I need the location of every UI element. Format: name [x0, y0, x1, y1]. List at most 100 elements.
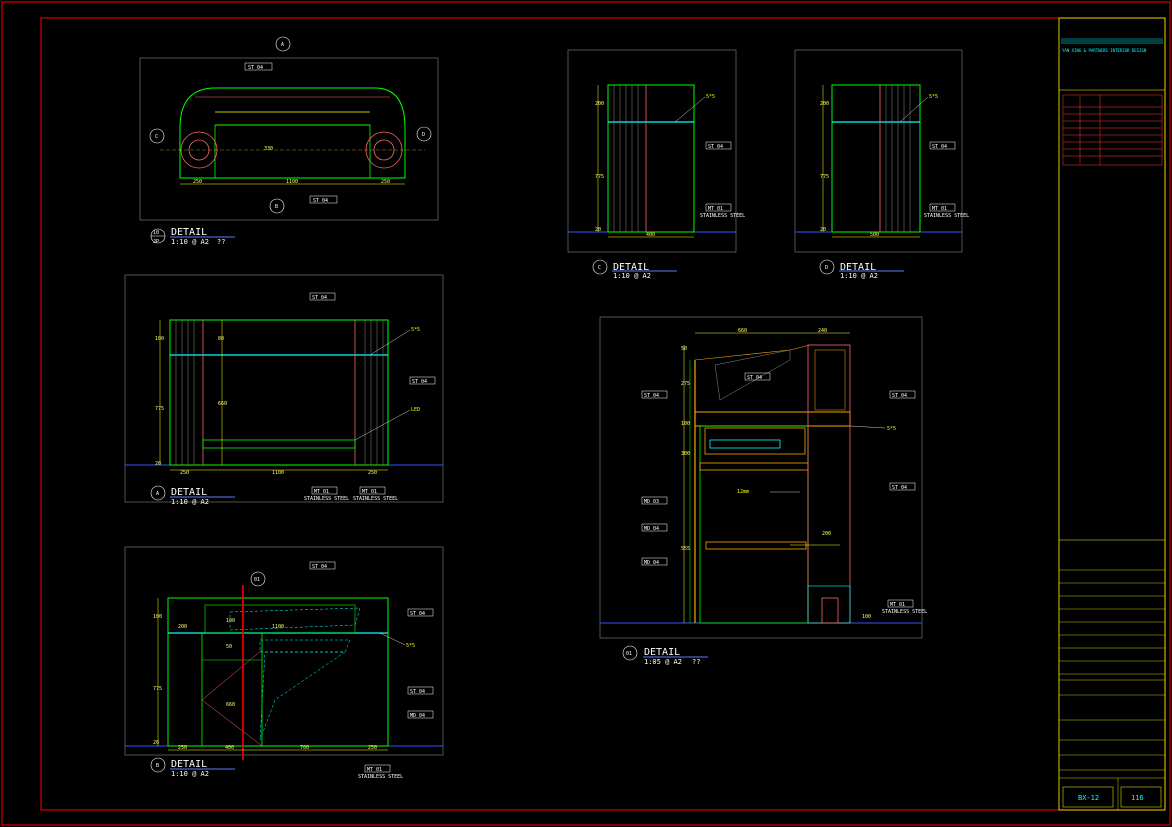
dim-c-w: 400: [646, 232, 655, 238]
detail-a-elevation: 250 1100 250 100 775 20 660 80 ST 04 ST …: [124, 274, 444, 503]
dim-a-h1: 100: [155, 336, 164, 342]
dim-b-w0: 200: [178, 624, 187, 630]
tag-b-ss: STAINLESS STEEL: [358, 774, 403, 780]
detail-b-elevation: 01 250 400 700 250 200 1100 100 775 20 1…: [124, 546, 444, 780]
dim-b-w1: 250: [178, 745, 187, 751]
dim-01-h3: 100: [681, 421, 690, 427]
tag-c-st04: ST 04: [708, 144, 723, 150]
detail-d-word: DETAIL: [840, 262, 876, 273]
detail-10-scale: 1:10 @ A2: [171, 238, 209, 246]
tag-d-ss: STAINLESS STEEL: [924, 213, 969, 219]
dim-d-h3: 20: [820, 227, 826, 233]
dim-d-w: 500: [870, 232, 879, 238]
tag-a-ss-a: STAINLESS STEEL: [304, 496, 349, 502]
tag-b-r1: ST 04: [410, 611, 425, 617]
marker-10-a: A: [281, 42, 284, 48]
dim-b-hm: 100: [226, 618, 235, 624]
dim-a-h4: 660: [218, 401, 227, 407]
tag-b-top: ST 04: [312, 564, 327, 570]
detail-d-scale: 1:10 @ A2: [840, 272, 878, 280]
dim-01-w2: 240: [818, 328, 827, 334]
dim-d-h2: 775: [820, 174, 829, 180]
detail-a-label: A DETAIL 1:10 @ A2: [150, 485, 235, 506]
dim-a-w3: 250: [368, 470, 377, 476]
detail-c-scale: 1:10 @ A2: [613, 272, 651, 280]
tag-10-top: ST 04: [248, 65, 263, 71]
detail-01-label: 01 DETAIL 1:05 @ A2 ??: [622, 645, 708, 666]
dim-01-h1: 50: [681, 346, 687, 352]
note-b-515: 5*5: [406, 643, 415, 649]
dim-d-h1: 200: [820, 101, 829, 107]
dim-c-h3: 20: [595, 227, 601, 233]
dim-01-h4: 300: [681, 451, 690, 457]
detail-10-q: ??: [217, 238, 225, 246]
detail-d-number: D: [825, 265, 828, 271]
tag-01-md04b: MD 04: [644, 560, 659, 566]
detail-10-label: 10 JP DETAIL 1:10 @ A2 ??: [150, 227, 235, 246]
dim-01-w1: 660: [738, 328, 747, 334]
tag-01-ss: STAINLESS STEEL: [882, 609, 927, 615]
dim-c-h1: 200: [595, 101, 604, 107]
dim-b-h2: 775: [153, 686, 162, 692]
tag-01-md04a: MD 04: [644, 526, 659, 532]
tag-01-st04-d: ST 04: [892, 485, 907, 491]
tb-sheet-num: 116: [1131, 794, 1144, 802]
dim-b-w4: 250: [368, 745, 377, 751]
dim-b-h1: 100: [153, 614, 162, 620]
tb-revision-table: [1062, 94, 1163, 166]
detail-01-section: 660 240 50 275 100 300 555 200 100 ST 04…: [599, 316, 927, 639]
title-block: YAN XING & PARTNERS INTERIOR DESIGN: [1058, 17, 1166, 811]
detail-01-q: ??: [692, 658, 700, 666]
note-a-led: LED: [411, 407, 420, 413]
tag-d-st04: ST 04: [932, 144, 947, 150]
dim-a-w2: 1100: [272, 470, 284, 476]
marker-10-b: B: [275, 204, 278, 210]
tag-b-mt01: MT 01: [367, 767, 382, 773]
dim-10-right: 250: [381, 179, 390, 185]
tag-c-mt01: MT 01: [708, 206, 723, 212]
tag-01-st04-c: ST 04: [892, 393, 907, 399]
note-a-515: 5*5: [411, 327, 420, 333]
dim-01-w3: 200: [822, 531, 831, 537]
marker-10-c: C: [155, 134, 158, 140]
detail-d-elevation: 500 200 775 20 5*5 ST 04 MT 01 STAINLESS…: [794, 49, 969, 253]
dim-10-mid: 1100: [286, 179, 298, 185]
dim-a-h5: 80: [218, 336, 224, 342]
dim-a-h3: 20: [155, 461, 161, 467]
detail-01-number: 01: [626, 651, 632, 657]
inner-border: [40, 17, 1166, 811]
dim-b-w3: 700: [300, 745, 309, 751]
dim-10-left: 250: [193, 179, 202, 185]
detail-c-elevation: 400 200 775 20 5*5 ST 04 MT 01 STAINLESS…: [567, 49, 745, 253]
tb-company-en: YAN XING & PARTNERS INTERIOR DESIGN: [1062, 48, 1147, 53]
note-d-515: 5*5: [929, 94, 938, 100]
detail-b-label: B DETAIL 1:10 @ A2: [150, 757, 235, 778]
tag-01-st04-a: ST 04: [747, 375, 762, 381]
detail-10-word: DETAIL: [171, 227, 207, 238]
dim-a-h2: 775: [155, 406, 164, 412]
tag-a-mt01a: MT 01: [314, 489, 329, 495]
tag-b-r3: MD 04: [410, 713, 425, 719]
detail-a-word: DETAIL: [171, 487, 207, 498]
note-01-515: 5*5: [887, 426, 896, 432]
note-01-12mm: 12mm: [737, 489, 749, 495]
dim-b-w2: 400: [225, 745, 234, 751]
dim-10-h: 330: [264, 146, 273, 152]
detail-b-scale: 1:10 @ A2: [171, 770, 209, 778]
tag-a-mt01b: MT 01: [362, 489, 377, 495]
detail-c-label: C DETAIL 1:10 @ A2: [592, 259, 677, 280]
detail-10-plan: 250 1100 250 330 ST 04 ST 04 A B C D: [139, 36, 439, 221]
note-c-515: 5*5: [706, 94, 715, 100]
detail-c-number: C: [598, 265, 601, 271]
tag-01-mt01: MT 01: [890, 602, 905, 608]
marker-10-d: D: [422, 132, 425, 138]
detail-a-number: A: [156, 491, 159, 497]
detail-01-word: DETAIL: [644, 647, 680, 658]
dim-c-h2: 775: [595, 174, 604, 180]
tag-a-right: ST 04: [412, 379, 427, 385]
detail-a-scale: 1:10 @ A2: [171, 498, 209, 506]
tag-a-top: ST 04: [312, 295, 327, 301]
detail-c-word: DETAIL: [613, 262, 649, 273]
